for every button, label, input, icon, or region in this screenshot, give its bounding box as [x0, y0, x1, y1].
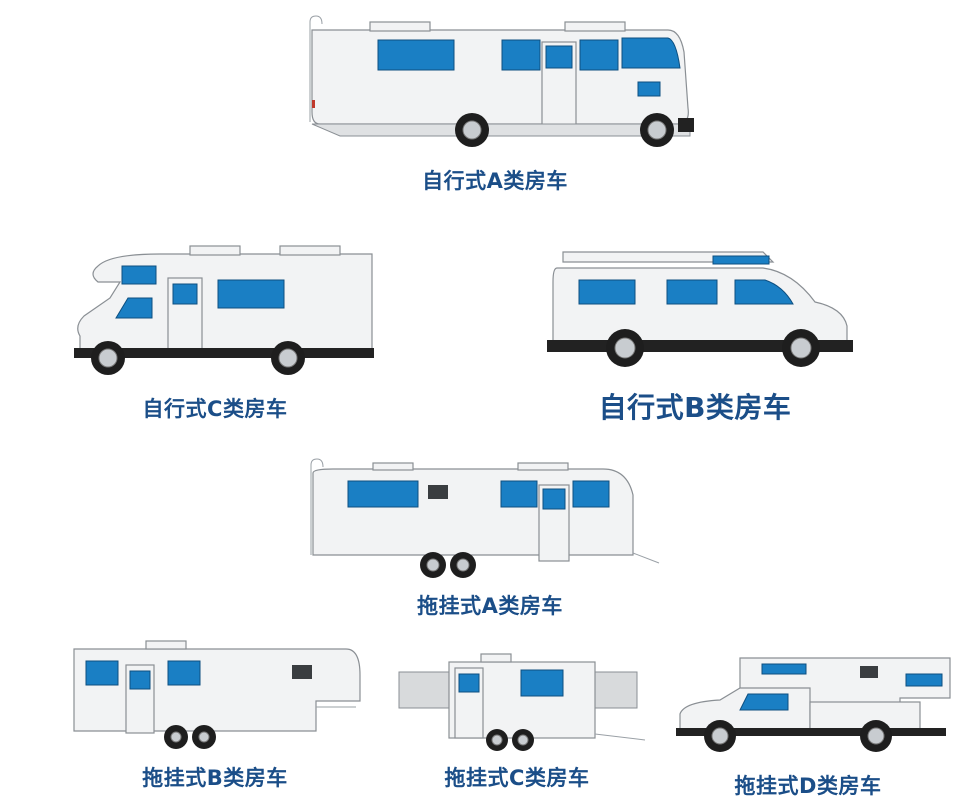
- vehicle-label: 自行式C类房车: [142, 397, 288, 421]
- motorhome-b-illustration: [547, 251, 853, 367]
- vehicle-label: 拖挂式D类房车: [734, 774, 882, 798]
- vehicle-label: 拖挂式C类房车: [444, 766, 590, 790]
- vehicle-label: 拖挂式B类房车: [142, 766, 288, 790]
- vehicle-label: 自行式A类房车: [422, 169, 568, 193]
- trailer-a-illustration: [310, 458, 660, 578]
- motorhome-a-illustration: [309, 15, 694, 147]
- motorhome-c-illustration: [74, 245, 374, 375]
- trailer-c-illustration: [398, 653, 646, 751]
- trailer-d-illustration: [676, 657, 951, 752]
- vehicle-label: 自行式B类房车: [598, 391, 792, 424]
- trailer-b-illustration: [73, 640, 361, 749]
- vehicle-label: 拖挂式A类房车: [417, 594, 563, 618]
